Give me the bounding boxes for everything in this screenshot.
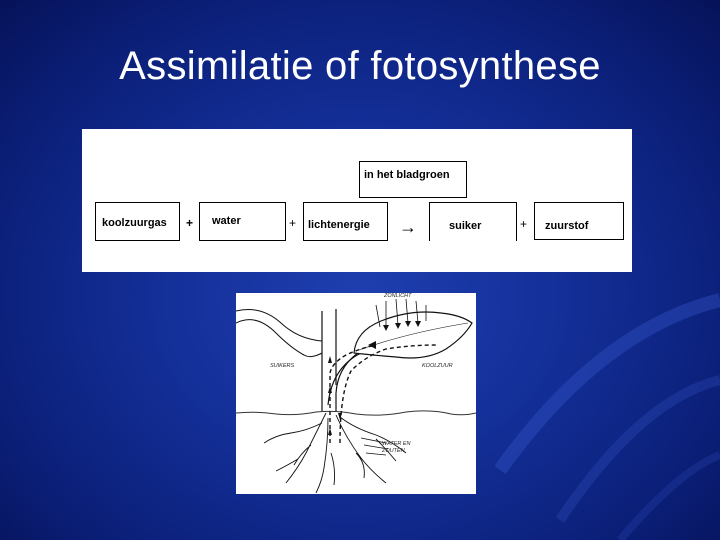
transport-line-down xyxy=(339,344,437,444)
plus-sign-2: + xyxy=(289,216,297,230)
co2-label: KOOLZUUR xyxy=(422,363,453,369)
condition-label: in het bladgroen xyxy=(364,169,450,181)
equation-panel: in het bladgroen koolzuurgas + water + l… xyxy=(82,129,632,272)
sunlight-label: ZONLICHT xyxy=(384,293,412,299)
arrow-down-1 xyxy=(338,413,342,420)
water-label: WATER EN xyxy=(382,441,411,447)
product-box-oxygen: zuurstof xyxy=(534,202,624,240)
reactant-label-light: lichtenergie xyxy=(308,219,370,231)
left-leaf xyxy=(236,319,323,358)
plant-illustration: ZONLICHT SUIKERS KOOLZUUR WATER EN ZOUTE… xyxy=(236,293,476,494)
ground-line xyxy=(236,410,476,416)
arrow-up-2 xyxy=(328,386,332,393)
condition-box: in het bladgroen xyxy=(359,161,467,198)
product-label-oxygen: zuurstof xyxy=(545,220,589,232)
reactant-box-water: water xyxy=(199,202,286,241)
plant-drawing xyxy=(236,298,476,494)
arrow-up-root xyxy=(328,428,332,435)
slide-title: Assimilatie of fotosynthese xyxy=(119,44,601,88)
sugars-label: SUIKERS xyxy=(270,363,295,369)
roots xyxy=(263,412,407,494)
plus-sign-1: + xyxy=(186,216,194,230)
reactant-label-water: water xyxy=(212,215,241,227)
reactant-label-co2: koolzuurgas xyxy=(102,217,167,229)
arrow-left xyxy=(368,341,376,349)
product-label-sugar: suiker xyxy=(449,220,482,232)
reactant-box-light: lichtenergie xyxy=(303,202,388,241)
salts-label: ZOUTEN xyxy=(382,448,405,454)
reactant-box-co2: koolzuurgas xyxy=(95,202,180,241)
sunlight-rays xyxy=(375,298,427,328)
transport-line-up xyxy=(329,344,377,443)
water-arrows xyxy=(360,437,389,456)
product-box-sugar: suiker xyxy=(429,202,517,241)
big-leaf xyxy=(353,311,473,359)
arrow-up-1 xyxy=(328,356,332,363)
plus-sign-3: + xyxy=(520,217,528,231)
reaction-arrow: → xyxy=(399,217,417,237)
